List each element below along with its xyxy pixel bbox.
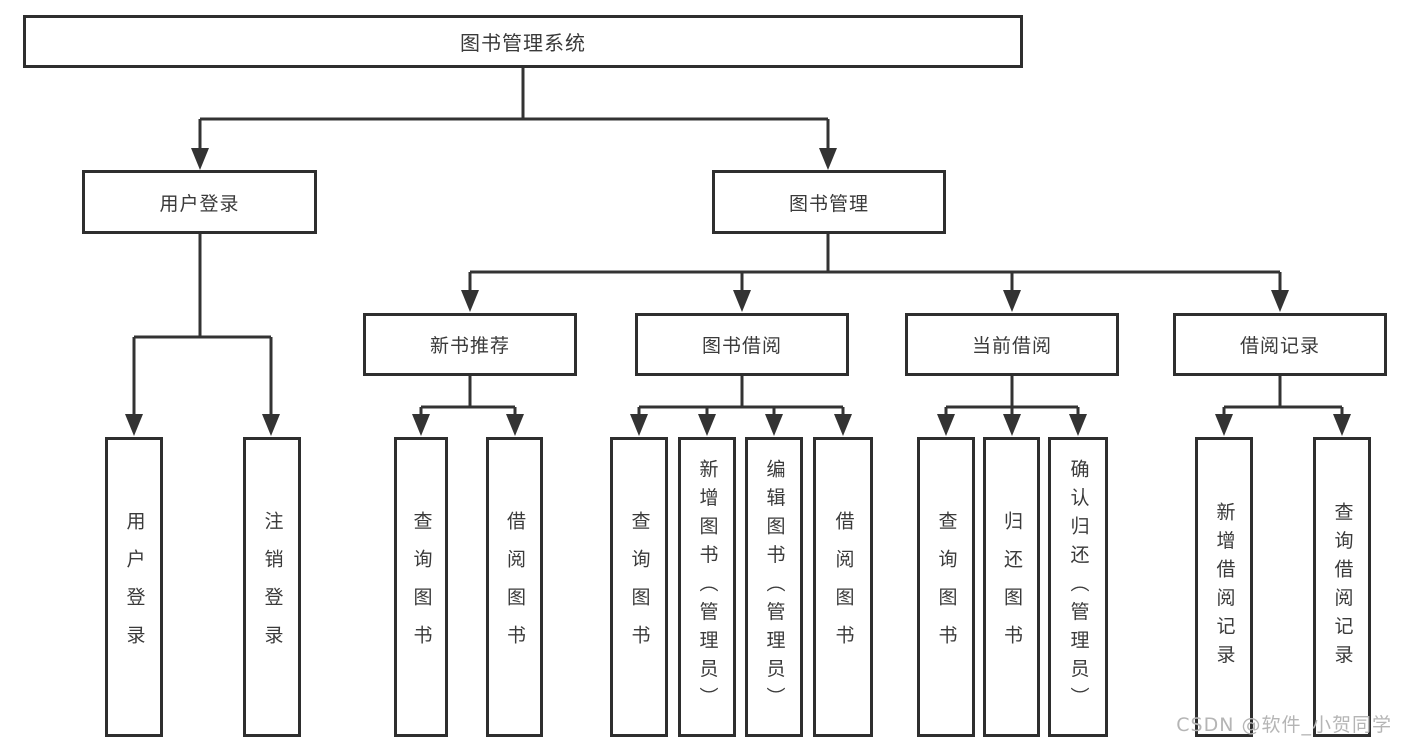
node-book-management: 图书管理 <box>712 170 946 234</box>
leaf-query-books-current: 查询图书 <box>917 437 975 737</box>
node-book-borrowing: 图书借阅 <box>635 313 849 376</box>
node-library-system-label: 图书管理系统 <box>460 31 586 55</box>
leaf-user-login-label: 用户登录 <box>123 511 146 663</box>
csdn-watermark: CSDN @软件_小贺同学 <box>1176 714 1392 736</box>
node-new-book-recommend: 新书推荐 <box>363 313 577 376</box>
leaf-confirm-return-admin: 确认归还（管理员） <box>1048 437 1108 737</box>
leaf-add-books-admin: 新增图书（管理员） <box>678 437 736 737</box>
leaf-query-books-borrow-label: 查询图书 <box>628 511 651 663</box>
leaf-query-books-current-label: 查询图书 <box>935 511 958 663</box>
leaf-confirm-return-admin-label: 确认归还（管理员） <box>1067 458 1090 716</box>
node-book-management-label: 图书管理 <box>788 192 869 215</box>
node-current-borrowing-label: 当前借阅 <box>971 335 1052 357</box>
leaf-query-books-recommend-label: 查询图书 <box>410 511 433 663</box>
leaf-query-books-borrow: 查询图书 <box>610 437 668 737</box>
arrowhead-icons <box>125 148 1351 436</box>
leaf-borrow-books: 借阅图书 <box>813 437 873 737</box>
leaf-add-books-admin-label: 新增图书（管理员） <box>696 458 719 716</box>
leaf-query-borrow-record: 查询借阅记录 <box>1313 437 1371 737</box>
leaf-add-borrow-record: 新增借阅记录 <box>1195 437 1253 737</box>
node-borrowing-records-label: 借阅记录 <box>1239 335 1320 357</box>
leaf-logout: 注销登录 <box>243 437 301 737</box>
leaf-edit-books-admin-label: 编辑图书（管理员） <box>763 458 786 716</box>
connector-lines <box>132 68 1344 417</box>
leaf-edit-books-admin: 编辑图书（管理员） <box>745 437 803 737</box>
leaf-user-login: 用户登录 <box>105 437 163 737</box>
node-borrowing-records: 借阅记录 <box>1173 313 1387 376</box>
node-current-borrowing: 当前借阅 <box>905 313 1119 376</box>
node-book-borrowing-label: 图书借阅 <box>701 335 782 357</box>
leaf-query-borrow-record-label: 查询借阅记录 <box>1331 501 1354 673</box>
leaf-return-books-label: 归还图书 <box>1001 511 1023 663</box>
leaf-logout-label: 注销登录 <box>261 511 284 663</box>
node-user-login-group-label: 用户登录 <box>159 192 240 215</box>
leaf-borrow-books-recommend-label: 借阅图书 <box>504 511 526 663</box>
node-library-system: 图书管理系统 <box>23 15 1023 68</box>
leaf-borrow-books-label: 借阅图书 <box>832 511 855 663</box>
node-new-book-recommend-label: 新书推荐 <box>429 335 510 357</box>
leaf-return-books: 归还图书 <box>983 437 1040 737</box>
node-user-login-group: 用户登录 <box>82 170 317 234</box>
leaf-add-borrow-record-label: 新增借阅记录 <box>1213 501 1236 673</box>
leaf-query-books-recommend: 查询图书 <box>394 437 448 737</box>
leaf-borrow-books-recommend: 借阅图书 <box>486 437 543 737</box>
